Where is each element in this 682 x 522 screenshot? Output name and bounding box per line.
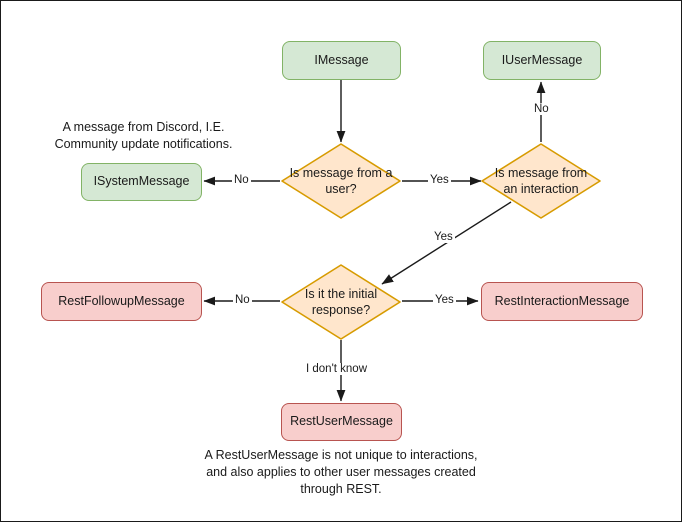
node-iusermessage[interactable]: IUserMessage [483, 41, 601, 80]
note-rest-user-message-line2: and also applies to other user messages … [206, 464, 476, 479]
decision-user-shape [281, 143, 401, 219]
note-system-message: A message from Discord, I.E. Community u… [46, 119, 241, 153]
note-system-message-line2: Community update notifications. [54, 136, 233, 151]
note-system-message-line1: A message from Discord, I.E. [62, 120, 225, 134]
decision-interaction-shape [481, 143, 601, 219]
node-decision-initial-label: Is it the initial response? [304, 286, 378, 317]
decision-initial-shape [281, 264, 401, 340]
node-restusermessage-label: RestUserMessage [290, 414, 393, 429]
edge-label-initial-no: No [233, 294, 252, 306]
edge-label-interaction-yes: Yes [432, 231, 455, 243]
node-decision-user-label: Is message from a user? [289, 165, 393, 196]
edge-label-initial-yes: Yes [433, 294, 456, 306]
node-isystemmessage[interactable]: ISystemMessage [81, 163, 202, 201]
note-rest-user-message-line1: A RestUserMessage is not unique to inter… [204, 448, 478, 462]
edge-label-interaction-no: No [532, 103, 551, 115]
node-decision-user[interactable]: Is message from a user? [280, 142, 402, 220]
node-iusermessage-label: IUserMessage [501, 52, 583, 67]
node-restinteractionmessage[interactable]: RestInteractionMessage [481, 282, 643, 321]
note-rest-user-message: A RestUserMessage is not unique to inter… [176, 447, 506, 498]
node-restusermessage[interactable]: RestUserMessage [281, 403, 402, 441]
node-restfollowupmessage-label: RestFollowupMessage [58, 293, 185, 308]
node-decision-interaction[interactable]: Is message from an interaction [480, 142, 602, 220]
edge-label-user-no: No [232, 174, 251, 186]
node-decision-initial[interactable]: Is it the initial response? [280, 263, 402, 341]
node-decision-interaction-label: Is message from an interaction [494, 165, 588, 196]
node-restfollowupmessage[interactable]: RestFollowupMessage [41, 282, 202, 321]
edge-label-initial-unknown: I don't know [304, 363, 370, 375]
note-rest-user-message-line3: through REST. [300, 481, 382, 496]
edge-label-user-yes: Yes [428, 174, 451, 186]
node-isystemmessage-label: ISystemMessage [93, 174, 190, 189]
node-restinteractionmessage-label: RestInteractionMessage [494, 293, 630, 308]
node-imessage[interactable]: IMessage [282, 41, 401, 80]
node-imessage-label: IMessage [314, 52, 369, 67]
